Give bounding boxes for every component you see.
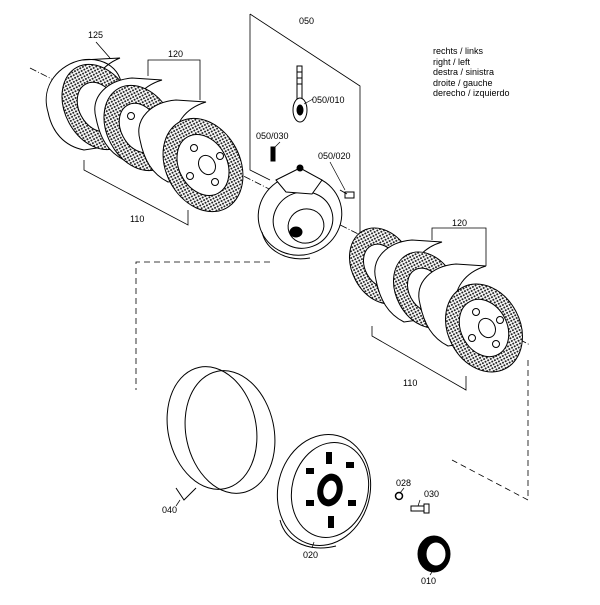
callout-040: 040 bbox=[162, 505, 177, 515]
friction-disc-right-3 bbox=[445, 283, 523, 373]
callout-028: 028 bbox=[396, 478, 411, 488]
callout-125: 125 bbox=[88, 30, 103, 40]
assembly-dashed-lines bbox=[135, 261, 529, 501]
callout-020: 020 bbox=[303, 550, 318, 560]
washer-028 bbox=[394, 491, 404, 501]
bolt-050-010 bbox=[292, 65, 308, 123]
callout-050-030: 050/030 bbox=[256, 131, 289, 141]
callout-010: 010 bbox=[421, 576, 436, 586]
legend-line: droite / gauche bbox=[433, 77, 493, 88]
housing-body bbox=[257, 164, 343, 260]
callout-labels: 125 120 110 050 050/010 050/030 050/020 … bbox=[88, 16, 467, 586]
o-ring-040 bbox=[166, 366, 276, 501]
callout-050: 050 bbox=[299, 16, 314, 26]
callout-030: 030 bbox=[424, 489, 439, 499]
leader-lines bbox=[175, 98, 433, 576]
right-pack-brackets bbox=[371, 227, 487, 391]
callout-050-010: 050/010 bbox=[312, 95, 345, 105]
legend-line: rechts / links bbox=[433, 46, 484, 56]
callout-110-left: 110 bbox=[130, 214, 144, 224]
legend-line: right / left bbox=[433, 56, 471, 67]
callout-120-top: 120 bbox=[168, 49, 183, 59]
callout-050-020: 050/020 bbox=[318, 151, 351, 161]
left-clutch-pack bbox=[45, 57, 244, 213]
pin-050-030 bbox=[270, 146, 276, 162]
screw-030 bbox=[410, 503, 430, 514]
side-legend: rechts / links right / left destra / sin… bbox=[433, 46, 510, 99]
callout-120-right: 120 bbox=[452, 218, 467, 228]
seal-ring-010 bbox=[417, 535, 451, 573]
screw-050-020 bbox=[339, 189, 355, 199]
cover-plate-020 bbox=[276, 434, 372, 549]
legend-line: derecho / izquierdo bbox=[433, 88, 510, 98]
left-pack-brackets bbox=[83, 41, 201, 226]
legend-line: destra / sinistra bbox=[433, 67, 495, 77]
friction-disc-left-3 bbox=[162, 117, 244, 213]
housing-assembly-050 bbox=[249, 13, 361, 260]
callout-110-right: 110 bbox=[403, 378, 417, 388]
right-clutch-pack bbox=[349, 227, 523, 373]
